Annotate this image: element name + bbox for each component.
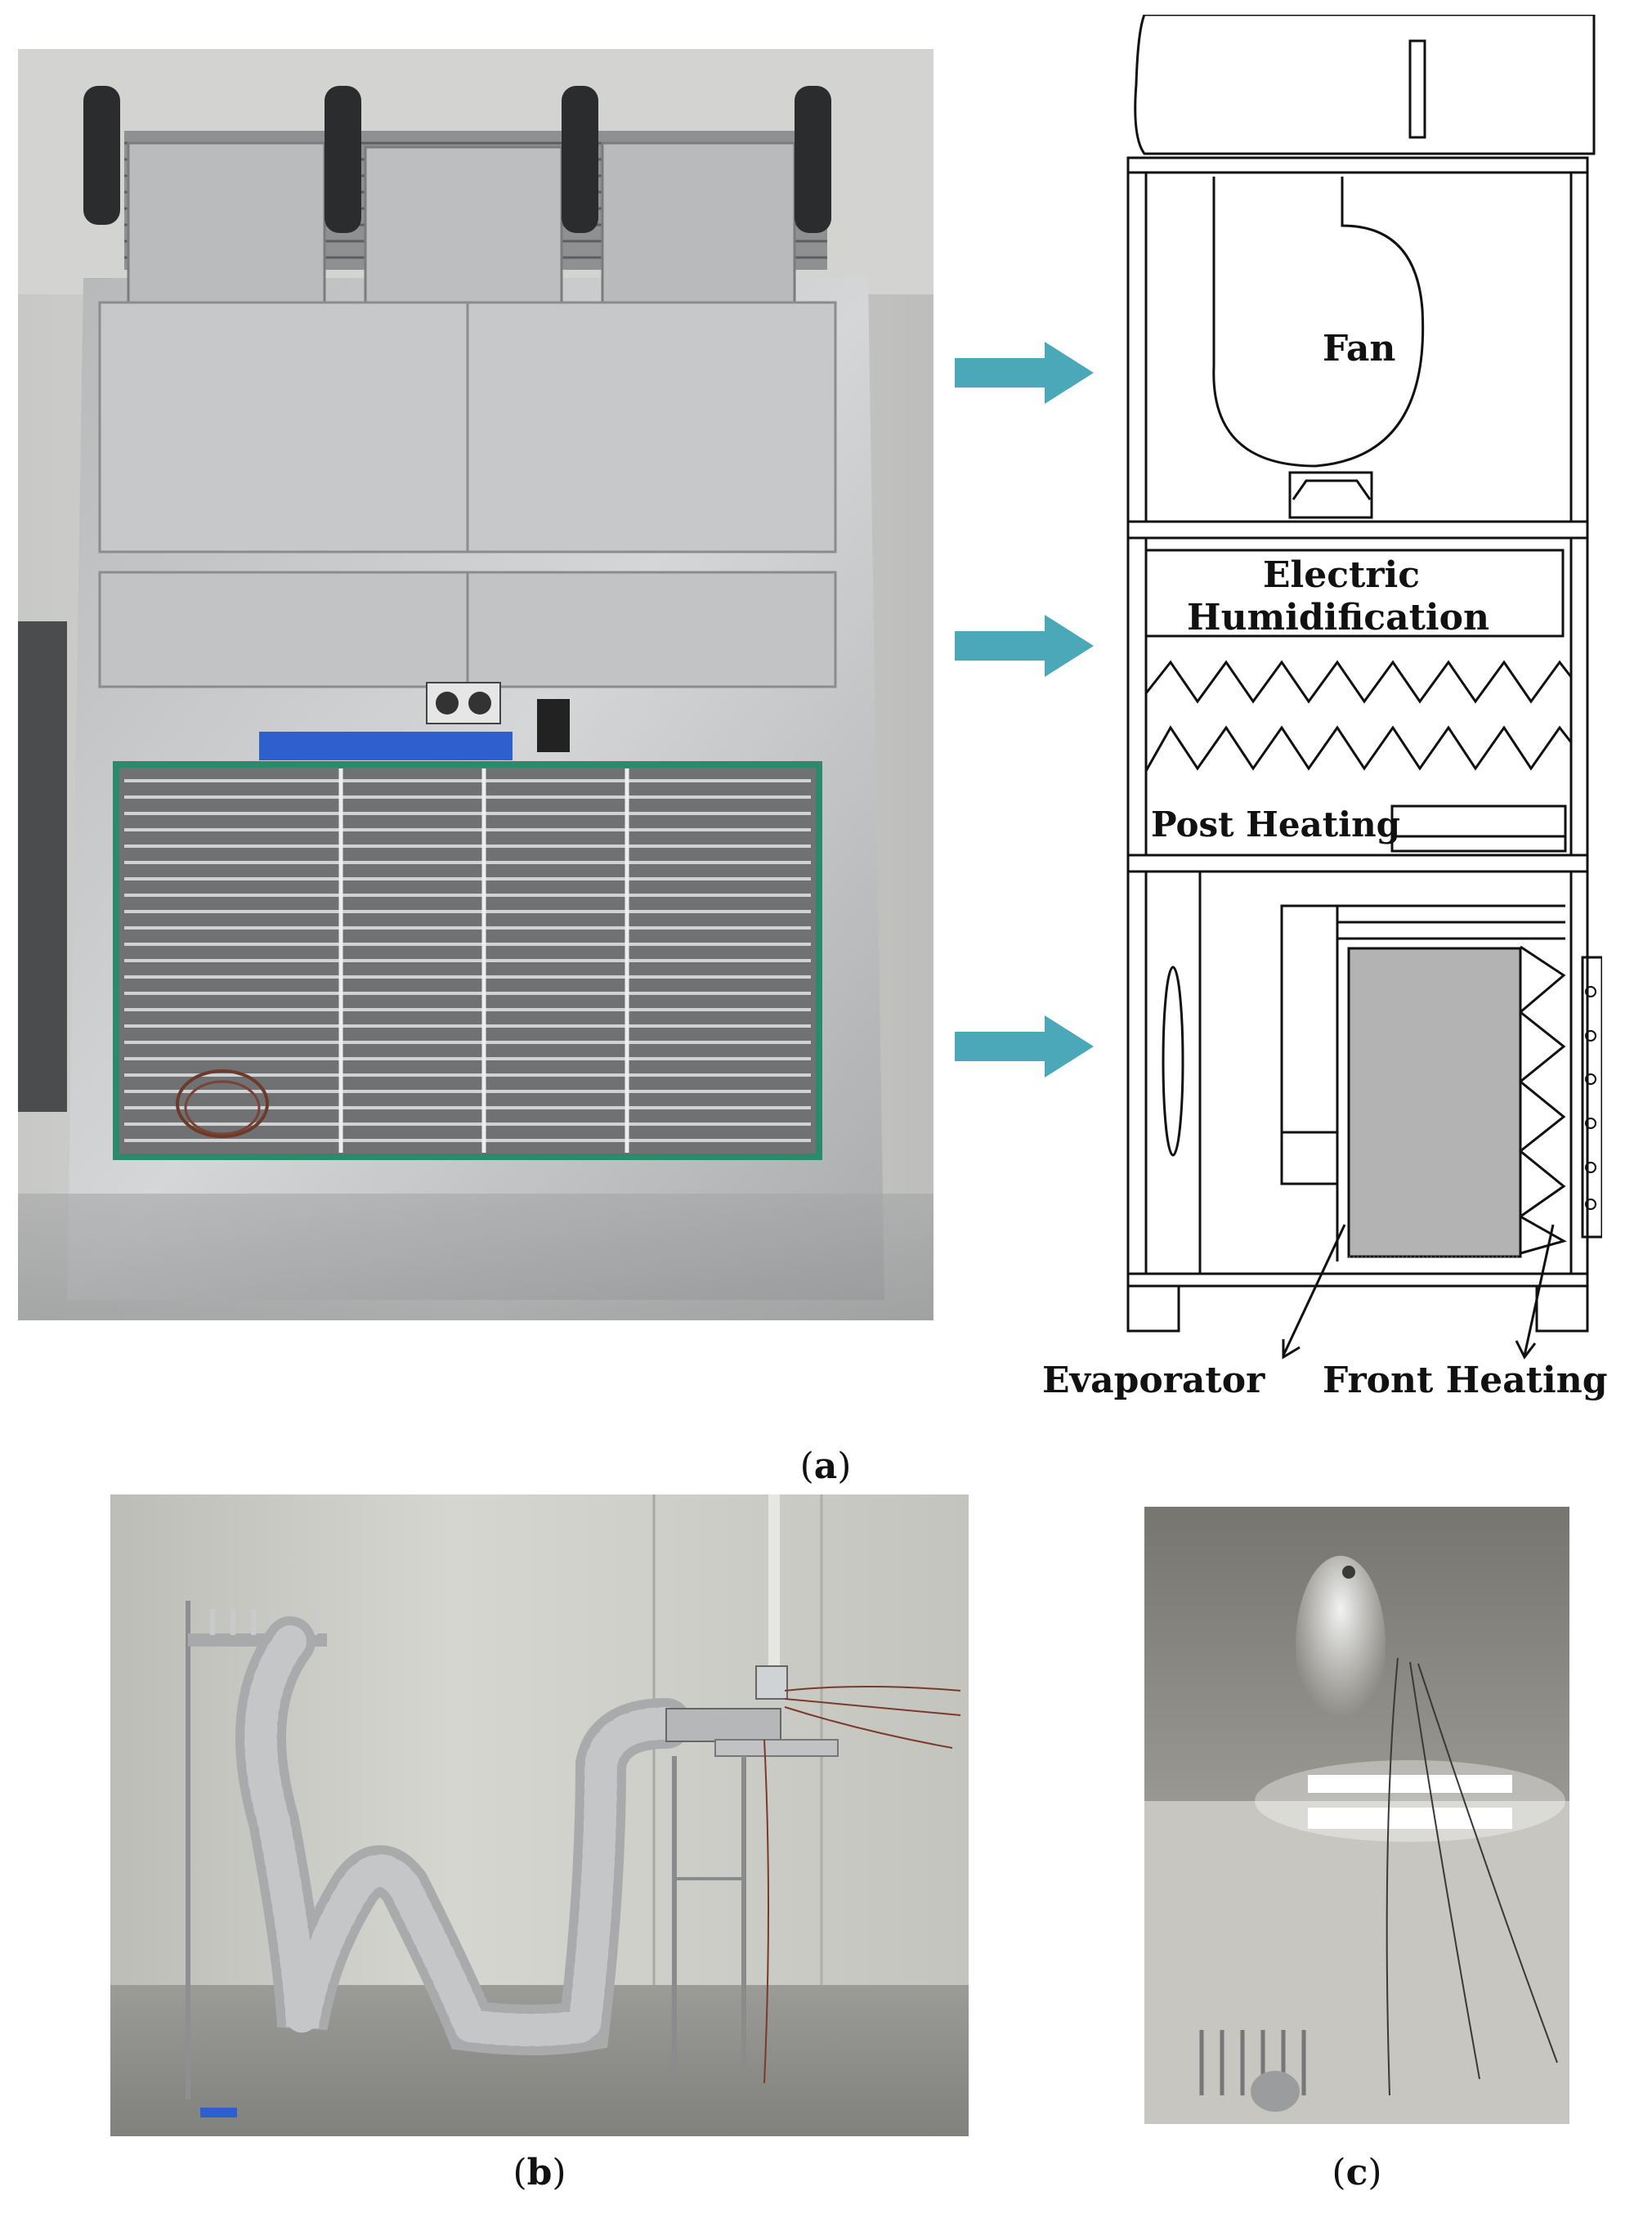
photo-duct-system <box>110 1494 969 2136</box>
caption-c: (c) <box>1332 2152 1382 2193</box>
label-front-heating: Front Heating <box>1323 1360 1608 1401</box>
label-electric: Electric <box>1263 554 1421 596</box>
label-fan: Fan <box>1323 328 1396 370</box>
photo-spray-nozzle <box>1144 1507 1569 2124</box>
photo-climate-unit <box>18 49 933 1320</box>
arrow-to-fan <box>955 342 1094 404</box>
label-evaporator: Evaporator <box>1042 1360 1265 1401</box>
label-post-heating: Post Heating <box>1151 804 1401 845</box>
label-humidification: Humidification <box>1187 597 1489 639</box>
arrow-to-heating <box>955 615 1094 677</box>
caption-b: (b) <box>513 2152 566 2193</box>
caption-a: (a) <box>799 1445 852 1487</box>
arrow-to-evaporator <box>955 1015 1094 1078</box>
unit-schematic-diagram: Fan Electric Humidification Post Heating <box>1112 15 1602 1413</box>
